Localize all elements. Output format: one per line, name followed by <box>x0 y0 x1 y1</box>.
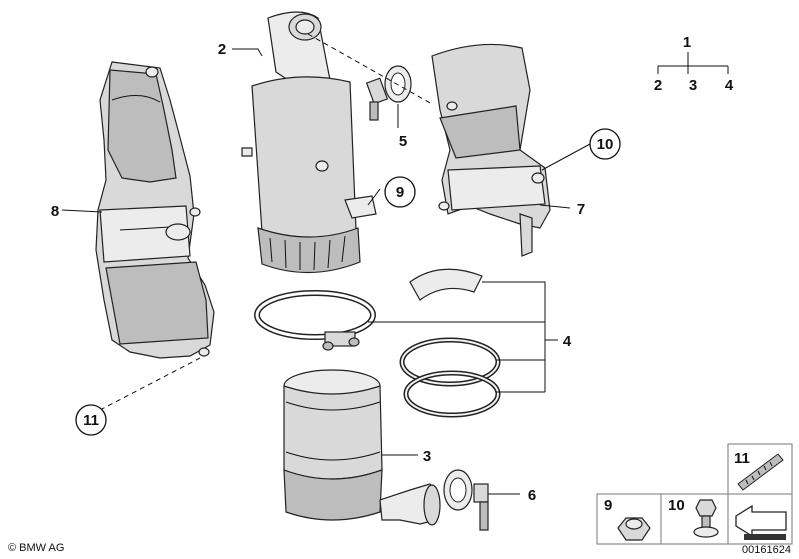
particulate-filter-2[interactable] <box>241 11 377 274</box>
tree-mid-label: 3 <box>689 77 697 94</box>
label-part-10[interactable]: 10 <box>597 136 614 153</box>
label-part-9[interactable]: 9 <box>396 184 404 201</box>
clamp-5[interactable] <box>365 65 412 121</box>
label-part-8[interactable]: 8 <box>51 203 59 220</box>
clamp-6[interactable] <box>443 469 489 531</box>
label-part-3[interactable]: 3 <box>423 448 431 465</box>
heat-shield-8[interactable] <box>95 61 215 359</box>
label-part-7[interactable]: 7 <box>577 201 585 218</box>
label-part-11[interactable]: 11 <box>83 412 99 429</box>
label-part-4[interactable]: 4 <box>563 333 572 350</box>
legend-box-arrow[interactable] <box>727 493 793 545</box>
tree-root-label: 1 <box>683 34 691 51</box>
legend-label-11: 11 <box>734 450 750 467</box>
label-part-2[interactable]: 2 <box>218 41 226 58</box>
part-labels: 2 5 7 8 4 3 6 10 9 11 <box>51 41 621 504</box>
callout-circle-10 <box>589 128 621 160</box>
arrow-icon <box>735 504 787 538</box>
image-number: 00161624 <box>742 544 791 556</box>
legend-box-11[interactable]: 11 <box>727 443 793 495</box>
heat-shield-7[interactable] <box>431 43 551 257</box>
callout-circle-9 <box>384 176 416 208</box>
gasket-rings-4[interactable] <box>399 337 501 418</box>
tree-left-label: 2 <box>654 77 662 94</box>
label-part-6[interactable]: 6 <box>528 487 536 504</box>
catalytic-converter-3[interactable] <box>283 369 441 526</box>
label-part-5[interactable]: 5 <box>399 133 407 150</box>
seal-half-ring-4[interactable] <box>409 268 483 301</box>
callout-circle-11 <box>75 404 107 436</box>
assembly-tree: 1 2 3 4 <box>654 34 734 94</box>
exhaust-clamp-4[interactable] <box>254 290 376 351</box>
bmw-copyright: © BMW AG <box>8 542 64 554</box>
legend-label-10: 10 <box>668 497 685 514</box>
legend-label-9: 9 <box>604 497 612 514</box>
legend-box-10[interactable]: 10 <box>660 493 729 545</box>
bolt-icon <box>695 499 717 517</box>
tree-right-label: 4 <box>725 77 734 94</box>
leader-lines <box>61 33 591 495</box>
legend-box-9[interactable]: 9 <box>596 493 662 545</box>
